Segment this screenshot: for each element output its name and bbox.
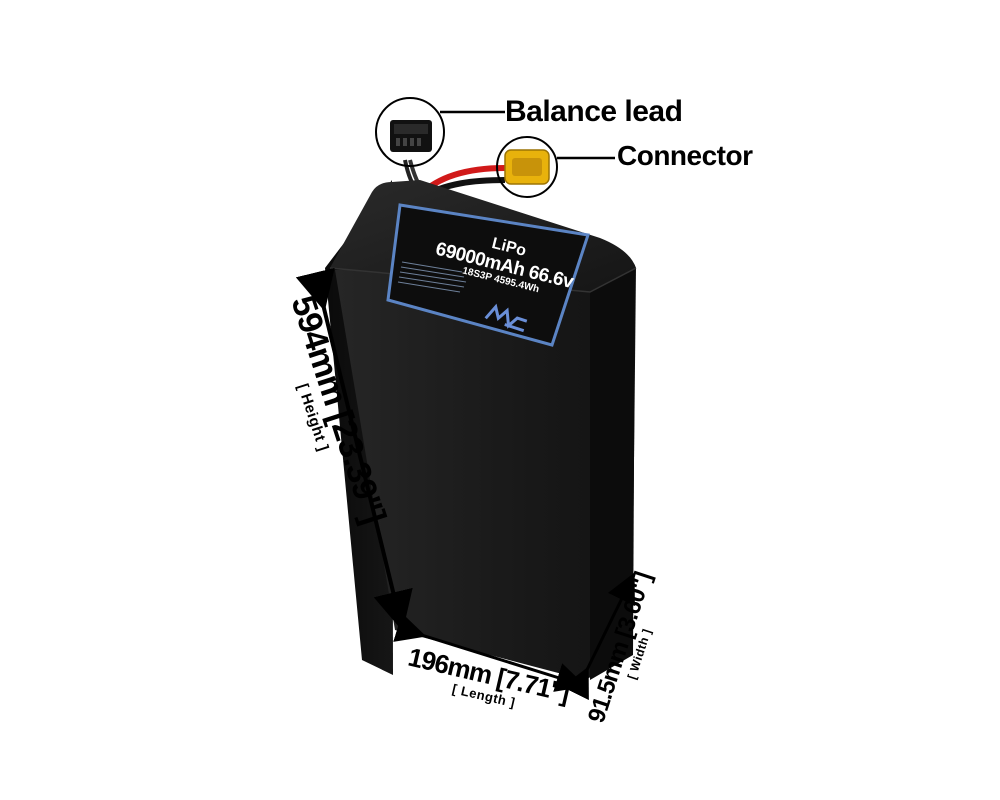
maxamps-logo-icon xyxy=(484,303,528,333)
balance-lead-plug xyxy=(375,97,505,167)
balance-lead-callout-circle xyxy=(375,97,445,167)
length-arrow xyxy=(393,613,587,692)
balance-lead-label: Balance lead xyxy=(505,95,683,128)
xt-connector xyxy=(496,136,615,198)
connector-label: Connector xyxy=(617,140,753,171)
dimension-arrows xyxy=(295,267,635,701)
height-arrow xyxy=(295,267,413,632)
connector-callout-circle xyxy=(496,136,558,198)
width-arrow xyxy=(561,572,635,701)
